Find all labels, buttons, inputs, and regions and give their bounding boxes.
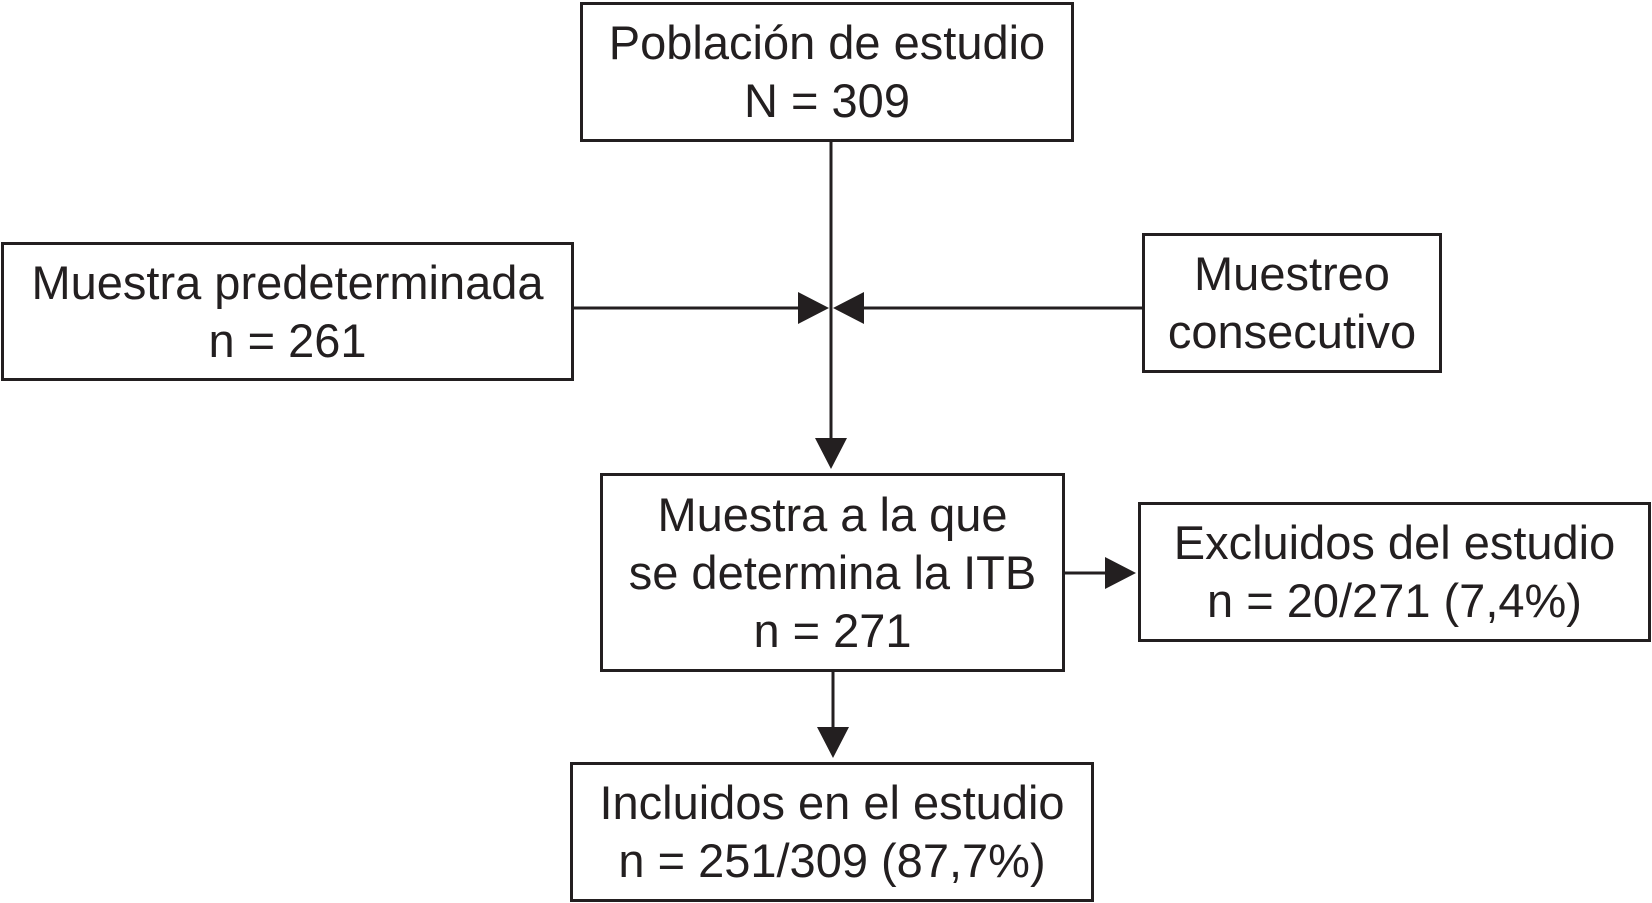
population-label: Población de estudio bbox=[608, 16, 1046, 69]
excluded-count: n = 20/271 (7,4%) bbox=[1207, 574, 1582, 627]
population-count: N = 309 bbox=[744, 74, 910, 127]
consecutive-sampling-line2: consecutivo bbox=[1167, 305, 1417, 358]
itb-sample-line1: Muestra a la que bbox=[657, 487, 1008, 541]
predetermined-sample-box: Muestra predeterminada n = 261 bbox=[1, 242, 574, 381]
arrowhead-into-itb-box bbox=[815, 438, 847, 469]
included-count: n = 251/309 (87,7%) bbox=[618, 834, 1046, 887]
arrowhead-into-excluded-box bbox=[1105, 557, 1136, 589]
predetermined-sample-count: n = 261 bbox=[208, 313, 367, 367]
predetermined-sample-label: Muestra predeterminada bbox=[31, 255, 544, 309]
arrowhead-from-consecutive bbox=[833, 292, 864, 324]
itb-sample-line2: se determina la ITB bbox=[628, 545, 1037, 599]
included-box: Incluidos en el estudio n = 251/309 (87,… bbox=[570, 762, 1094, 902]
population-box: Población de estudio N = 309 bbox=[580, 2, 1074, 142]
arrowhead-from-predetermined bbox=[798, 292, 829, 324]
arrowhead-into-included-box bbox=[817, 727, 849, 758]
excluded-box: Excluidos del estudio n = 20/271 (7,4%) bbox=[1138, 502, 1651, 642]
itb-sample-count: n = 271 bbox=[753, 603, 912, 657]
itb-sample-box: Muestra a la que se determina la ITB n =… bbox=[600, 473, 1065, 672]
included-label: Incluidos en el estudio bbox=[599, 776, 1065, 829]
consecutive-sampling-line1: Muestreo bbox=[1194, 247, 1390, 300]
consecutive-sampling-box: Muestreo consecutivo bbox=[1142, 233, 1442, 373]
excluded-label: Excluidos del estudio bbox=[1173, 516, 1616, 569]
